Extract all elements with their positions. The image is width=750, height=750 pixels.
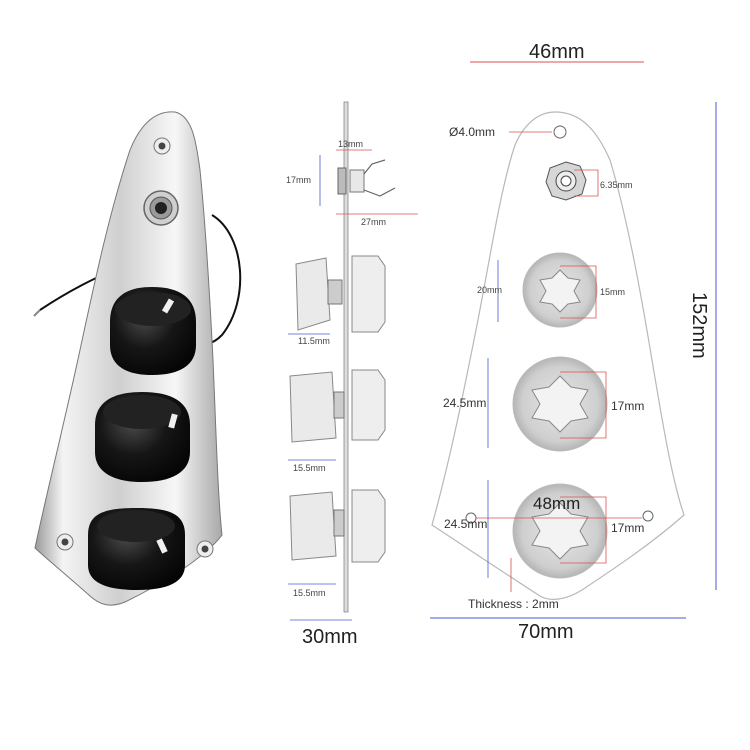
output-jack	[545, 161, 587, 201]
depth-24-5-label-b: 24.5mm	[444, 517, 487, 531]
knob-17-label-b: 17mm	[611, 521, 644, 535]
knob-15-label: 15mm	[600, 287, 625, 297]
hole-spacing-label: 48mm	[533, 494, 580, 513]
depth-24-5-label-a: 24.5mm	[443, 396, 486, 410]
side-pot	[295, 255, 386, 333]
output-jack	[143, 190, 179, 226]
side-17-label: 17mm	[286, 175, 311, 185]
side-plate	[343, 101, 349, 613]
dim-line	[560, 371, 607, 439]
side-profile: 13mm 17mm 27mm 11.5mm 15.5mm 15.5mm 30mm	[286, 101, 418, 648]
bottom-width-label: 70mm	[518, 621, 574, 643]
mounting-hole	[642, 510, 654, 522]
side-15-5-label-a: 15.5mm	[293, 463, 326, 473]
side-15-5-label-b: 15.5mm	[293, 588, 326, 598]
dim-line	[574, 169, 599, 197]
side-width-label: 30mm	[302, 626, 358, 648]
height-label: 152mm	[688, 292, 710, 359]
mounting-hole	[153, 137, 171, 155]
mounting-hole	[196, 540, 214, 558]
control-knob	[88, 508, 185, 590]
control-knob	[110, 287, 196, 375]
pot-outline	[512, 483, 608, 579]
wire	[33, 309, 41, 317]
side-13-label: 13mm	[338, 139, 363, 149]
mounting-hole	[56, 533, 74, 551]
side-jack	[337, 159, 396, 197]
outline-plate	[431, 111, 685, 600]
pot-outline	[512, 356, 608, 452]
dim-line	[560, 265, 597, 319]
outline-drawing: 46mm Ø4.0mm 6.35mm 20mm 15mm 24.5mm 17mm…	[430, 41, 717, 643]
control-plate-photo	[33, 111, 242, 606]
control-knob	[95, 392, 190, 482]
depth-20-label: 20mm	[477, 285, 502, 295]
thickness-label: Thickness : 2mm	[468, 597, 559, 611]
dim-line	[560, 496, 607, 564]
jack-size-label: 6.35mm	[600, 180, 633, 190]
pot-outline	[522, 252, 598, 328]
side-27-label: 27mm	[361, 217, 386, 227]
side-pot	[289, 369, 386, 443]
mounting-hole	[553, 125, 567, 139]
top-width-label: 46mm	[529, 41, 585, 63]
knob-17-label-a: 17mm	[611, 399, 644, 413]
hole-diameter-label: Ø4.0mm	[449, 125, 495, 139]
side-pot	[289, 489, 386, 563]
side-11-5-label: 11.5mm	[298, 336, 330, 346]
